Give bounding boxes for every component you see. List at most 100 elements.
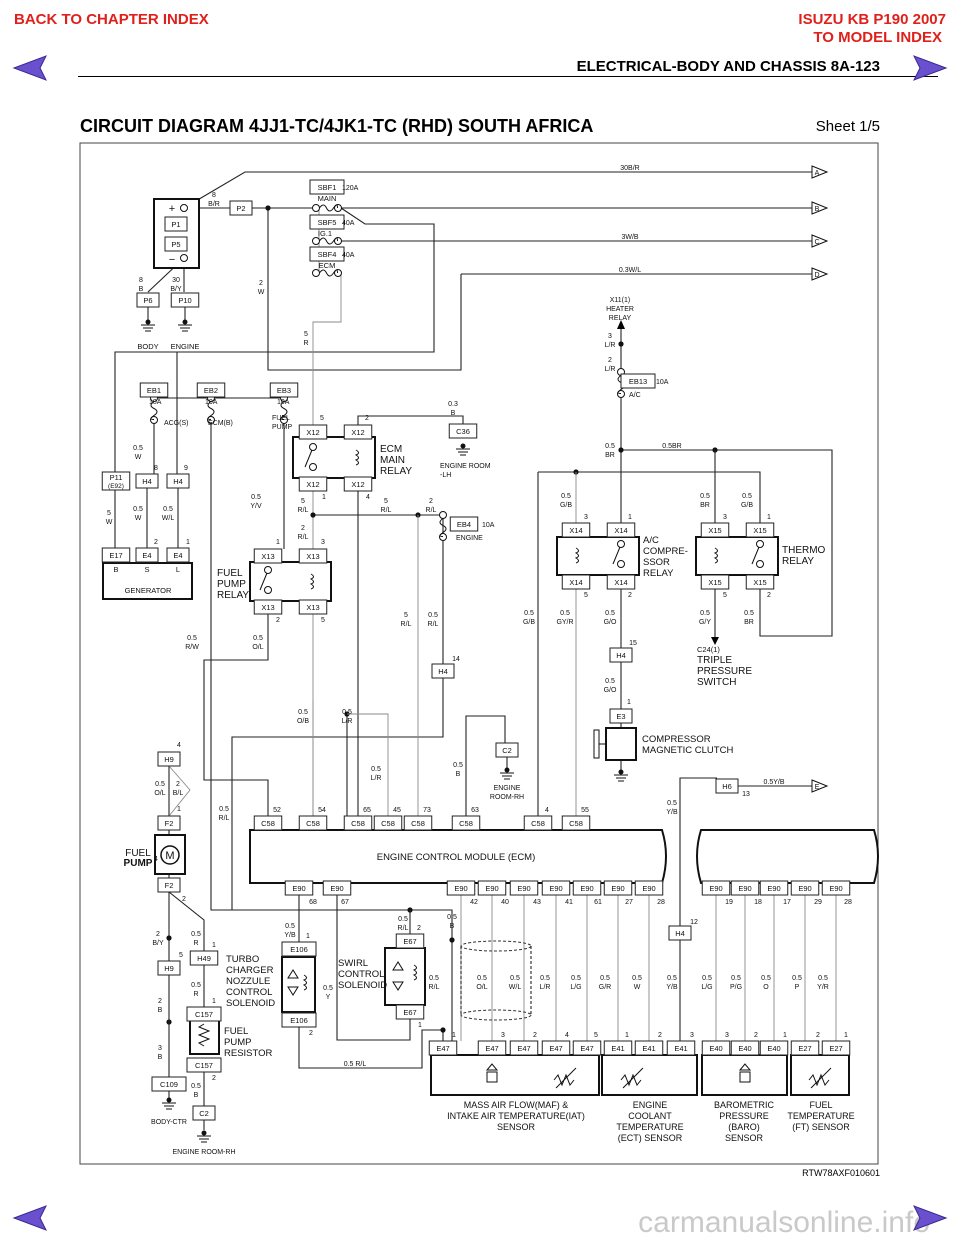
connector-label: EB3 [277, 386, 291, 395]
connector-sbf1 [309, 179, 345, 195]
pin-number: 4 [565, 1032, 569, 1039]
to-model-index-link[interactable]: TO MODEL INDEX [813, 29, 942, 46]
wire [298, 1027, 444, 1069]
connector-x12 [343, 476, 373, 492]
component-label: 10A [656, 379, 669, 386]
connector-label: E27 [829, 1044, 842, 1053]
wire-color: Y/R [817, 984, 829, 991]
switch-contact [309, 443, 317, 451]
pin-number: 1 [627, 699, 631, 706]
connector-label: C36 [456, 427, 470, 436]
connector-e4 [166, 547, 190, 563]
ground-dot [166, 1097, 172, 1103]
wire [347, 713, 389, 816]
valve-icon [392, 961, 404, 991]
pin-number: 1 [452, 1032, 456, 1039]
component-label: 120A [342, 185, 359, 192]
watermark: carmanualsonline.info [638, 1206, 930, 1239]
connector-label: C157 [195, 1010, 213, 1019]
wire-size: 0.5 [742, 493, 752, 500]
wire-color: R/L [219, 815, 230, 822]
wire-color: L/R [371, 775, 382, 782]
connector-p2 [229, 200, 253, 216]
fuse-link [150, 401, 158, 420]
pin-number: 19 [725, 899, 733, 906]
valve-icon [287, 969, 299, 996]
wire-color: L/G [570, 984, 581, 991]
connector-c109 [151, 1076, 187, 1092]
pin-number: 2 [767, 592, 771, 599]
component-label: CONTROL [226, 987, 272, 998]
wire-size: 5 [304, 331, 308, 338]
pin-number: 2 [182, 896, 186, 903]
pin-number: 2 [154, 539, 158, 546]
nav-prev-bottom-icon[interactable] [12, 1205, 48, 1231]
fuse-link [280, 401, 288, 420]
nav-next-top-icon[interactable] [912, 55, 948, 81]
pin-number: 17 [783, 899, 791, 906]
wire-color: W/L [509, 984, 522, 991]
wire-size: 0.5 [702, 975, 712, 982]
resistor-icon [197, 1023, 211, 1047]
wire-color: Y/B [666, 984, 678, 991]
component-label: ECM [380, 444, 402, 455]
back-to-chapter-index-link[interactable]: BACK TO CHAPTER INDEX [14, 11, 209, 28]
ground-icon [614, 769, 628, 782]
ground-icon [500, 767, 514, 780]
wire-size: 5 [301, 498, 305, 505]
connector-eb4 [449, 516, 479, 532]
wire-size: 5 [107, 510, 111, 517]
arrow-icon [811, 201, 829, 215]
connector-label: X15 [753, 526, 766, 535]
wire-color: Y/V [250, 503, 262, 510]
connector-h4 [609, 647, 633, 663]
wire-size: 0.5 [371, 766, 381, 773]
component-label: 10A [205, 399, 218, 406]
wire-color: P/G [730, 984, 742, 991]
figure-id: RTW78AXF010601 [802, 1168, 880, 1178]
wire-label: 30B/R [620, 165, 639, 172]
wire-size: 3 [158, 1045, 162, 1052]
pin-number: 5 [320, 415, 324, 422]
header-rule [78, 76, 938, 77]
wire-size: 0.5 [744, 610, 754, 617]
connector-c58 [343, 815, 373, 831]
connector-c157 [186, 1006, 222, 1022]
arrow-down-icon [711, 637, 719, 645]
pin-number: 2 [658, 1032, 662, 1039]
component-label: ECM [319, 261, 336, 270]
connector-h6 [715, 778, 739, 794]
arrow-icon [811, 234, 829, 248]
ecm-main-relay [292, 436, 376, 479]
connector-e90 [477, 880, 507, 896]
fuse-terminal [312, 269, 320, 277]
switch-icon [612, 540, 625, 568]
wire-size: 0.5 [163, 506, 173, 513]
terminal-arrow-c [811, 234, 829, 248]
wire-color: R [303, 340, 308, 347]
nav-prev-top-icon[interactable] [12, 55, 48, 81]
nav-next-bottom-icon[interactable] [912, 1205, 948, 1231]
pin-number: 2 [816, 1032, 820, 1039]
connector-p6 [136, 292, 160, 308]
wire-color: BR [700, 502, 710, 509]
ground-icon [197, 1130, 211, 1143]
junction-dot [440, 1027, 446, 1033]
wire-color: Y/B [284, 932, 296, 939]
pin-number: 2 [533, 1032, 537, 1039]
terminal-arrow-a [811, 165, 829, 179]
wire-size: 0.5 [571, 975, 581, 982]
wire-size: 0.5 [524, 610, 534, 617]
connector-label: C58 [261, 819, 275, 828]
coil-icon [713, 547, 718, 564]
junction-dot [449, 937, 455, 943]
wire-color: O/L [476, 984, 487, 991]
junction-dot [310, 512, 316, 518]
